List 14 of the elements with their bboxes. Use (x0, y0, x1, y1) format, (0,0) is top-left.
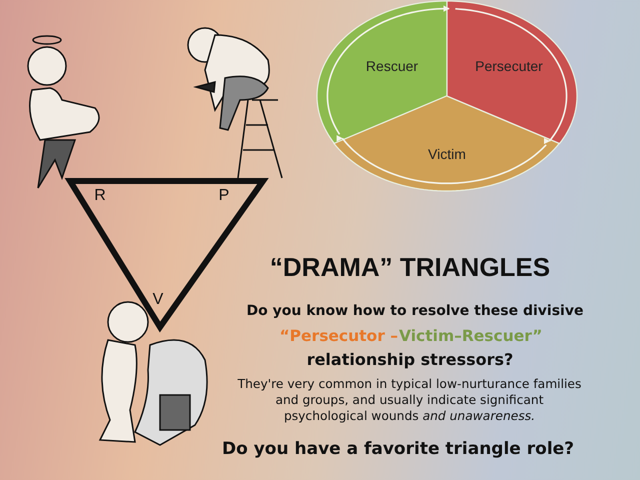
title: “DRAMA” TRIANGLES (268, 252, 552, 283)
vertex-letter: P (218, 186, 230, 206)
vertex-letter: V (152, 290, 164, 310)
question-text: Do you know how to resolve these divisive (246, 302, 584, 320)
question-text: relationship stressors? (306, 350, 514, 371)
vertex-letter: R (93, 186, 107, 206)
closing-question: Do you have a favorite triangle role? (222, 438, 576, 460)
body-text: They're very common in typical low-nurturance families and groups, and usually indicate significant psychological wounds and unawareness. (236, 377, 582, 425)
question-text: Victim–Rescuer” (399, 326, 544, 346)
segment-label: Persecuter (475, 58, 543, 74)
cycle-arrow (455, 8, 568, 142)
segment-label: Rescuer (366, 58, 418, 74)
question-text: “Persecutor – (278, 326, 398, 346)
cycle-arrow (326, 5, 450, 135)
